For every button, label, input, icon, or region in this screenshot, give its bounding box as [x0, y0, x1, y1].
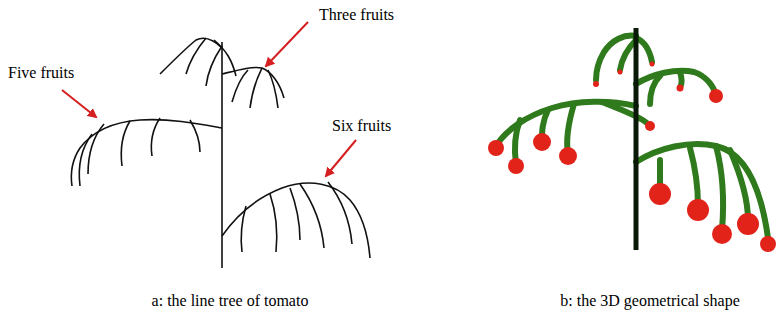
fruit-label: Five fruits [8, 64, 74, 82]
sub-caption: a: the line tree of tomato [152, 292, 309, 310]
fruit-label: Six fruits [332, 117, 391, 135]
3d-tomato-plant [488, 28, 776, 252]
leader-arrows [62, 22, 356, 176]
sub-caption: b: the 3D geometrical shape [560, 292, 740, 310]
line-tree [71, 38, 370, 268]
fruit-label: Three fruits [319, 6, 394, 24]
